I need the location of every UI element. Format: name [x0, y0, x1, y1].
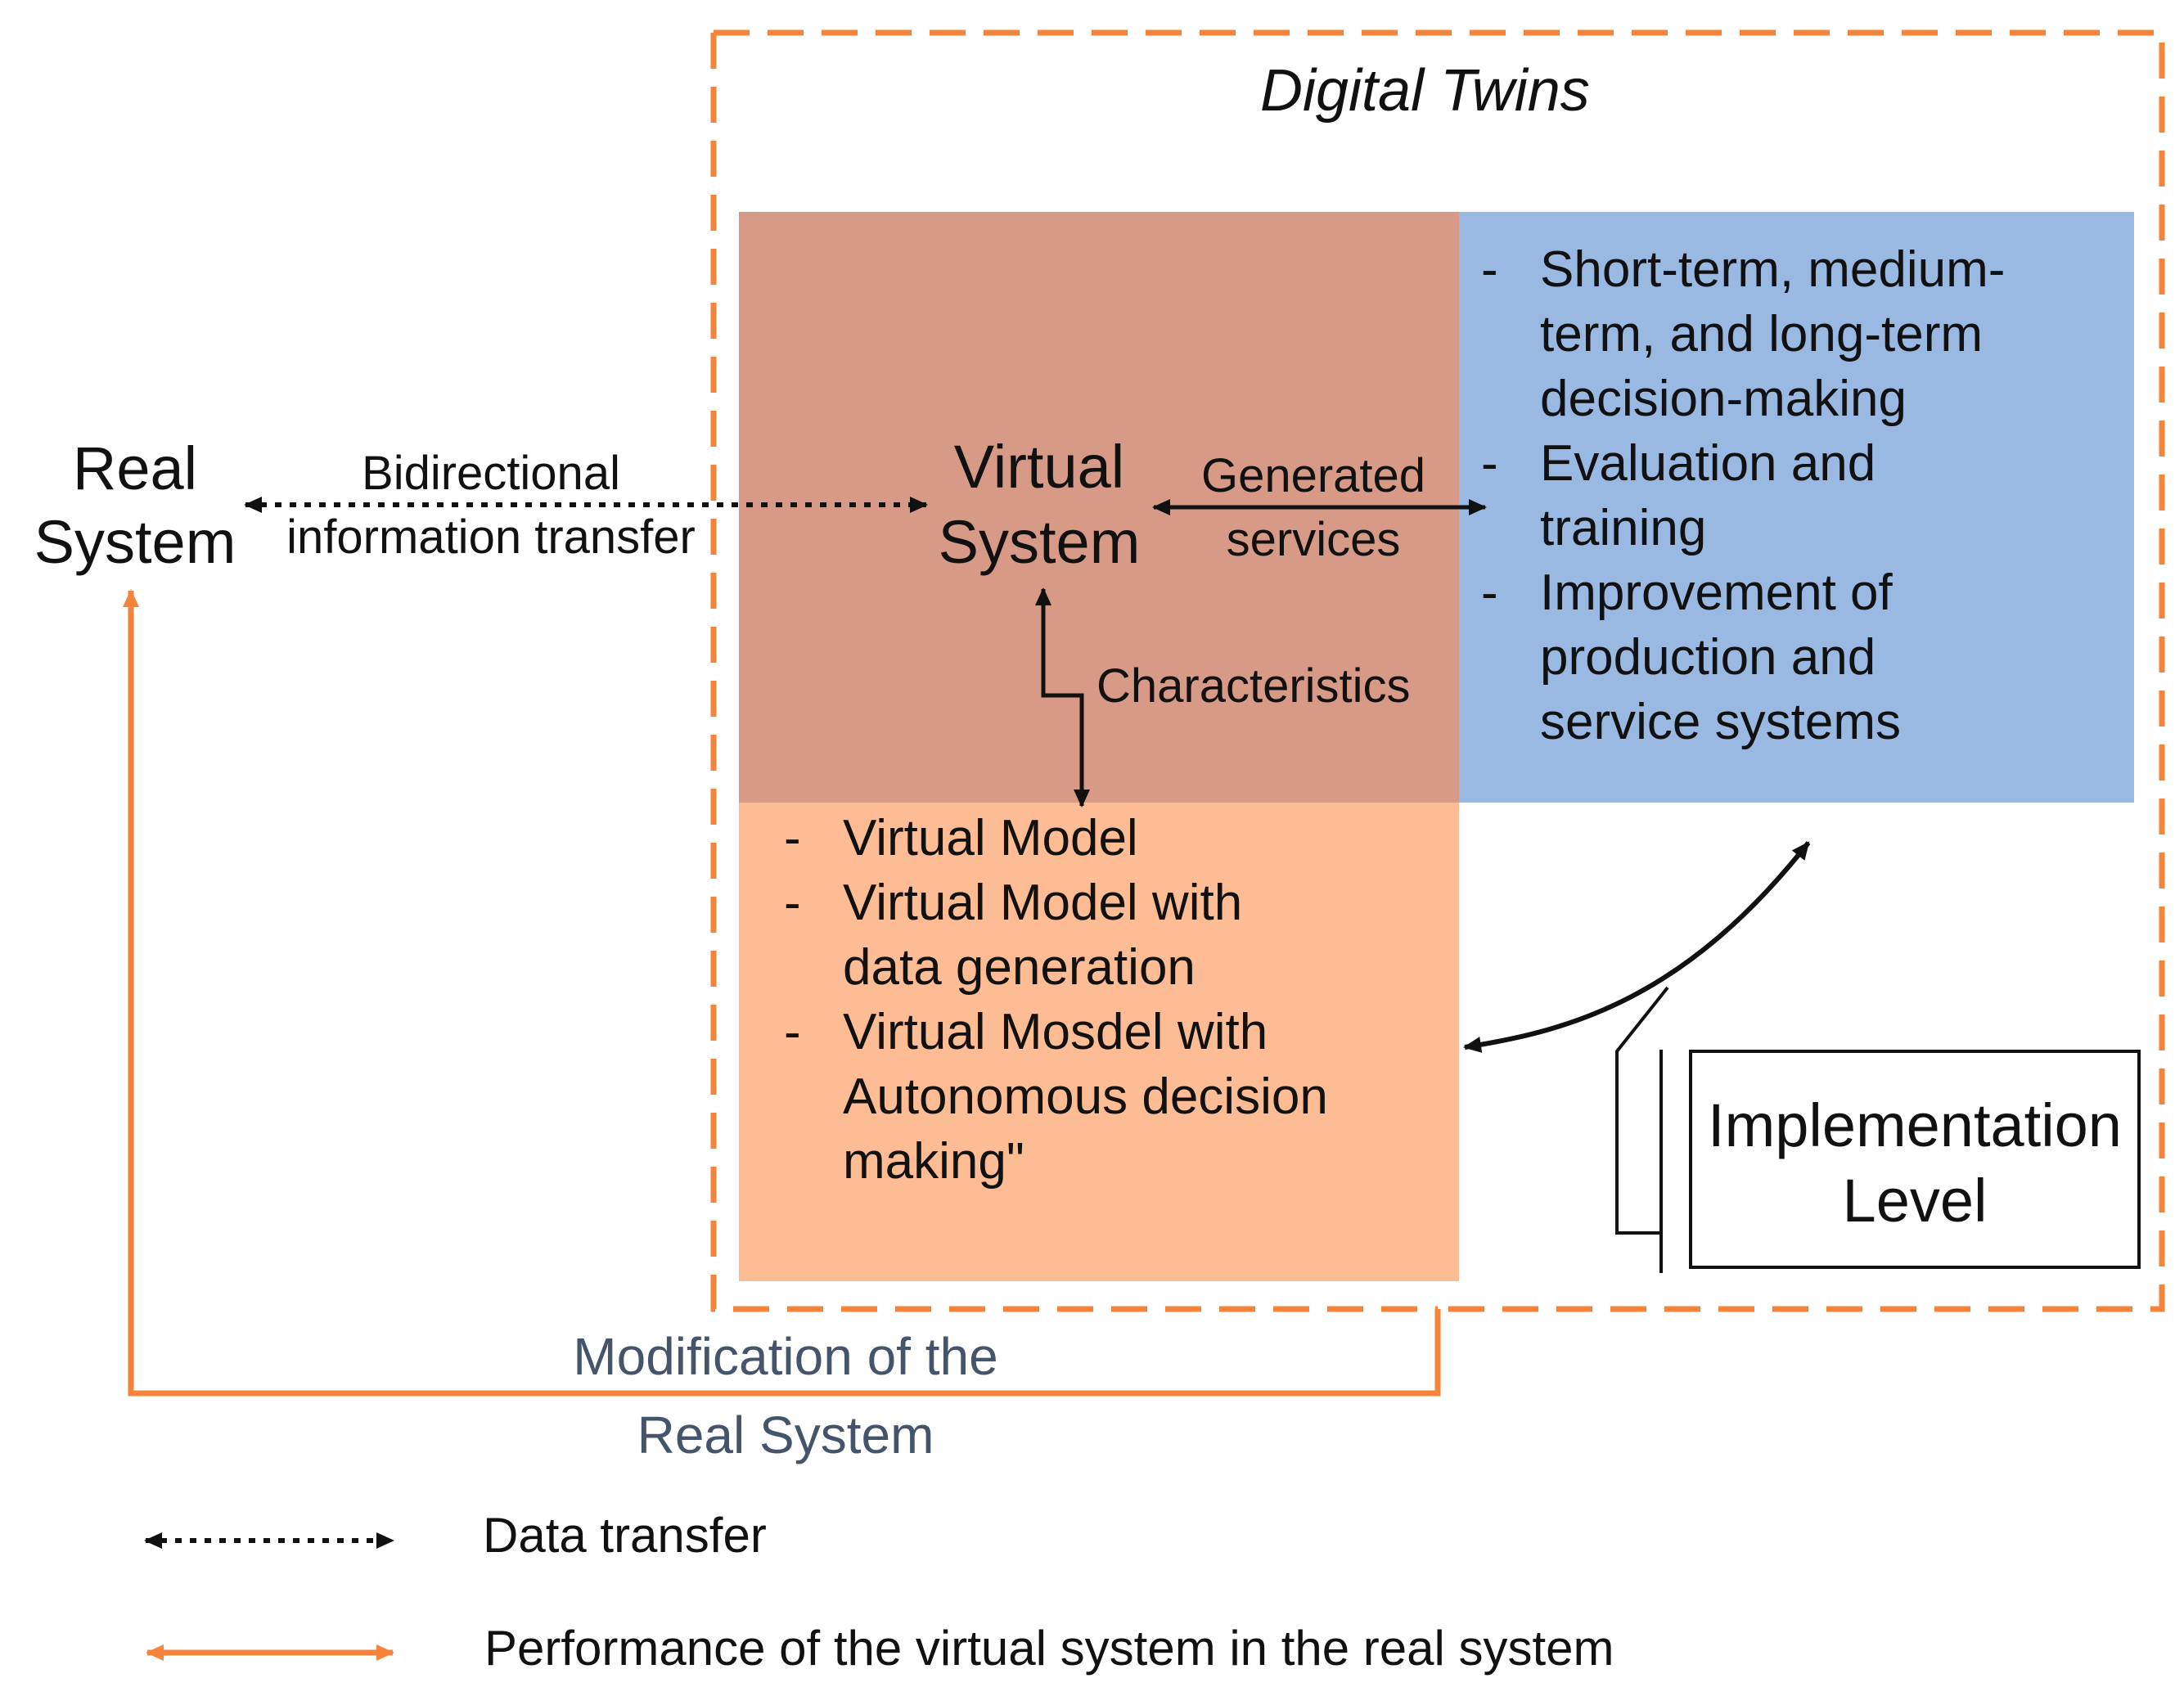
- service-item-line: Short-term, medium-: [1540, 241, 2006, 298]
- service-item-line: training: [1540, 500, 1707, 556]
- real-system-label: Real System: [34, 434, 236, 576]
- generated-services-label: Generated services: [1200, 449, 1426, 566]
- legend-performance-label: Performance of the virtual system in the…: [484, 1621, 1614, 1676]
- service-item-line: term, and long-term: [1540, 306, 1983, 362]
- service-item-line: production and: [1540, 629, 1876, 686]
- model-item-line: data generation: [843, 939, 1196, 996]
- model-item-line: Autonomous decision: [843, 1068, 1328, 1125]
- characteristics-arrow: [1035, 587, 1090, 808]
- service-item-line: Evaluation and: [1540, 435, 1876, 492]
- service-item-line: service systems: [1540, 694, 1901, 750]
- virtual-system-label: Virtual System: [938, 433, 1141, 576]
- bullet-dash: -: [1481, 241, 1498, 298]
- bullet-dash: -: [784, 810, 801, 866]
- bidirectional-label: Bidirectional information transfer: [286, 447, 696, 564]
- model-item: -Virtual Model: [784, 806, 1328, 870]
- virtual-model-block: [739, 803, 1459, 1281]
- bullet-dash: -: [784, 1004, 801, 1060]
- bullet-dash: -: [1481, 565, 1498, 621]
- legend-data-transfer-label: Data transfer: [483, 1508, 767, 1563]
- implementation-level-label: Implementation Level: [1708, 1091, 2122, 1235]
- bullet-dash: -: [784, 875, 801, 931]
- service-item-line: Improvement of: [1540, 565, 1893, 621]
- implementation-level-box: [1689, 1050, 2141, 1269]
- model-item-line: Virtual Mosdel with: [843, 1004, 1268, 1060]
- service-item-line: decision-making: [1540, 371, 1907, 427]
- model-item-line: making": [843, 1133, 1024, 1190]
- service-item: -Short-term, medium-term, and long-term d…: [1481, 237, 2005, 431]
- service-item: -Improvement of production and service sys…: [1481, 560, 2005, 754]
- service-item: -Evaluation and training: [1481, 431, 2005, 560]
- model-item-line: Virtual Model: [843, 810, 1138, 866]
- characteristics-label: Characteristics: [1097, 659, 1411, 713]
- modification-label: Modification of the Real System: [573, 1327, 998, 1464]
- services-block: [1459, 212, 2134, 803]
- digital-twins-boundary: [710, 29, 2165, 1312]
- model-item-line: Virtual Model with: [843, 875, 1243, 931]
- implementation-curve-arrow: [1463, 841, 1811, 1053]
- diagram-title: Digital Twins: [1260, 58, 1590, 124]
- modification-arrow: [123, 589, 1441, 1397]
- bullet-dash: -: [1481, 435, 1498, 492]
- model-item: -Virtual Model with data generation: [784, 870, 1328, 1000]
